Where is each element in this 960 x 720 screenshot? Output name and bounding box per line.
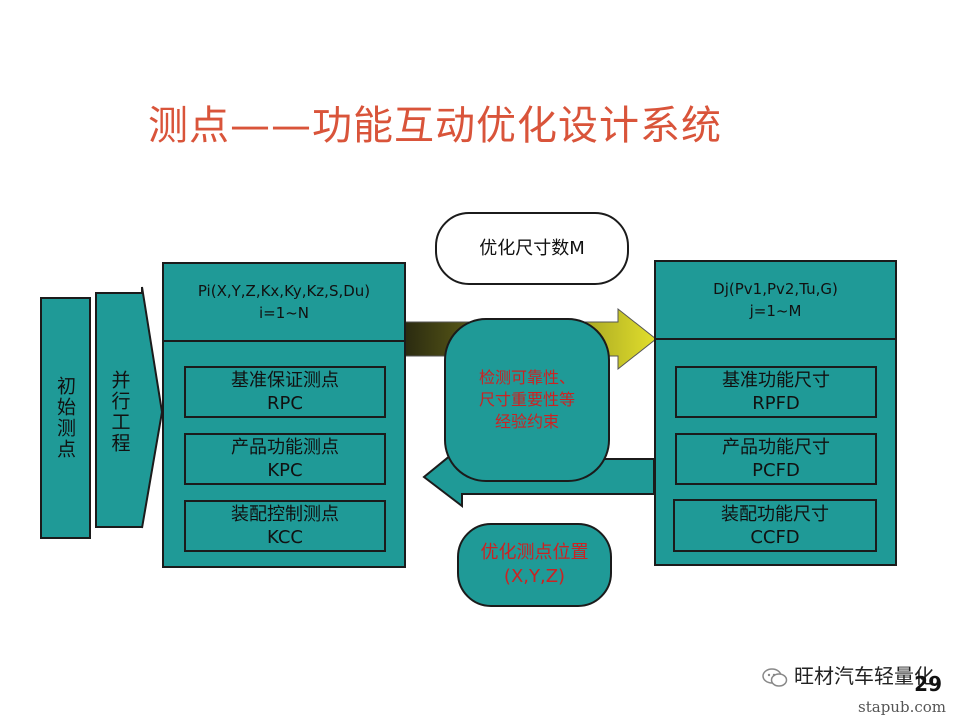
measure-points-formula: Pi(X,Y,Z,Kx,Ky,Kz,S,Du) bbox=[197, 282, 371, 300]
kpc-name: 产品功能测点 bbox=[231, 437, 339, 458]
ccfd-box: 装配功能尺寸 CCFD bbox=[673, 499, 877, 552]
rpfd-code: RPFD bbox=[752, 393, 800, 414]
optimize-dims-oval: 优化尺寸数M bbox=[435, 212, 629, 285]
optimize-dims-label: 优化尺寸数M bbox=[479, 237, 585, 259]
constraints-line-2: 尺寸重要性等 bbox=[478, 390, 575, 409]
optimize-points-oval: 优化测点位置 (X,Y,Z) bbox=[457, 523, 612, 607]
page-title: 测点——功能互动优化设计系统 bbox=[148, 103, 722, 149]
function-dims-panel: Dj(Pv1,Pv2,Tu,G) j=1~M bbox=[654, 260, 897, 566]
kcc-name: 装配控制测点 bbox=[231, 504, 339, 525]
initial-points-label: 初始测点 bbox=[40, 297, 91, 539]
function-dims-header: Dj(Pv1,Pv2,Tu,G) j=1~M bbox=[656, 262, 895, 340]
measure-points-panel: Pi(X,Y,Z,Kx,Ky,Kz,S,Du) i=1~N bbox=[162, 262, 406, 568]
wechat-icon bbox=[762, 667, 788, 688]
constraints-line-3: 经验约束 bbox=[494, 412, 559, 431]
optimize-points-label: 优化测点位置 bbox=[480, 542, 589, 563]
site-watermark: stapub.com bbox=[858, 698, 946, 716]
watermark-brand: 旺材汽车轻量化 bbox=[762, 660, 934, 689]
rpc-name: 基准保证测点 bbox=[231, 370, 339, 391]
constraints-oval: 检测可靠性、 尺寸重要性等 经验约束 bbox=[444, 318, 610, 482]
function-dims-range: j=1~M bbox=[749, 302, 802, 320]
pcfd-box: 产品功能尺寸 PCFD bbox=[675, 433, 877, 485]
parallel-arrow bbox=[95, 286, 164, 529]
measure-points-range: i=1~N bbox=[258, 304, 310, 322]
kpc-box: 产品功能测点 KPC bbox=[184, 433, 386, 485]
pcfd-code: PCFD bbox=[752, 460, 800, 481]
parallel-engineering-label: 并行工程 bbox=[108, 370, 131, 454]
rpfd-name: 基准功能尺寸 bbox=[722, 370, 830, 391]
measure-points-header: Pi(X,Y,Z,Kx,Ky,Kz,S,Du) i=1~N bbox=[164, 264, 404, 342]
kcc-code: KCC bbox=[267, 527, 303, 548]
watermark-text: 旺材汽车轻量化 bbox=[794, 664, 934, 688]
rpfd-box: 基准功能尺寸 RPFD bbox=[675, 366, 877, 418]
page-number: 29 bbox=[914, 672, 942, 696]
ccfd-code: CCFD bbox=[750, 526, 800, 548]
rpc-box: 基准保证测点 RPC bbox=[184, 366, 386, 418]
rpc-code: RPC bbox=[267, 393, 303, 414]
ccfd-name: 装配功能尺寸 bbox=[721, 503, 829, 525]
kcc-box: 装配控制测点 KCC bbox=[184, 500, 386, 552]
kpc-code: KPC bbox=[267, 460, 303, 481]
pcfd-name: 产品功能尺寸 bbox=[722, 437, 830, 458]
function-dims-formula: Dj(Pv1,Pv2,Tu,G) bbox=[713, 280, 838, 298]
constraints-line-1: 检测可靠性、 bbox=[478, 368, 575, 387]
optimize-points-coords: (X,Y,Z) bbox=[503, 566, 566, 587]
